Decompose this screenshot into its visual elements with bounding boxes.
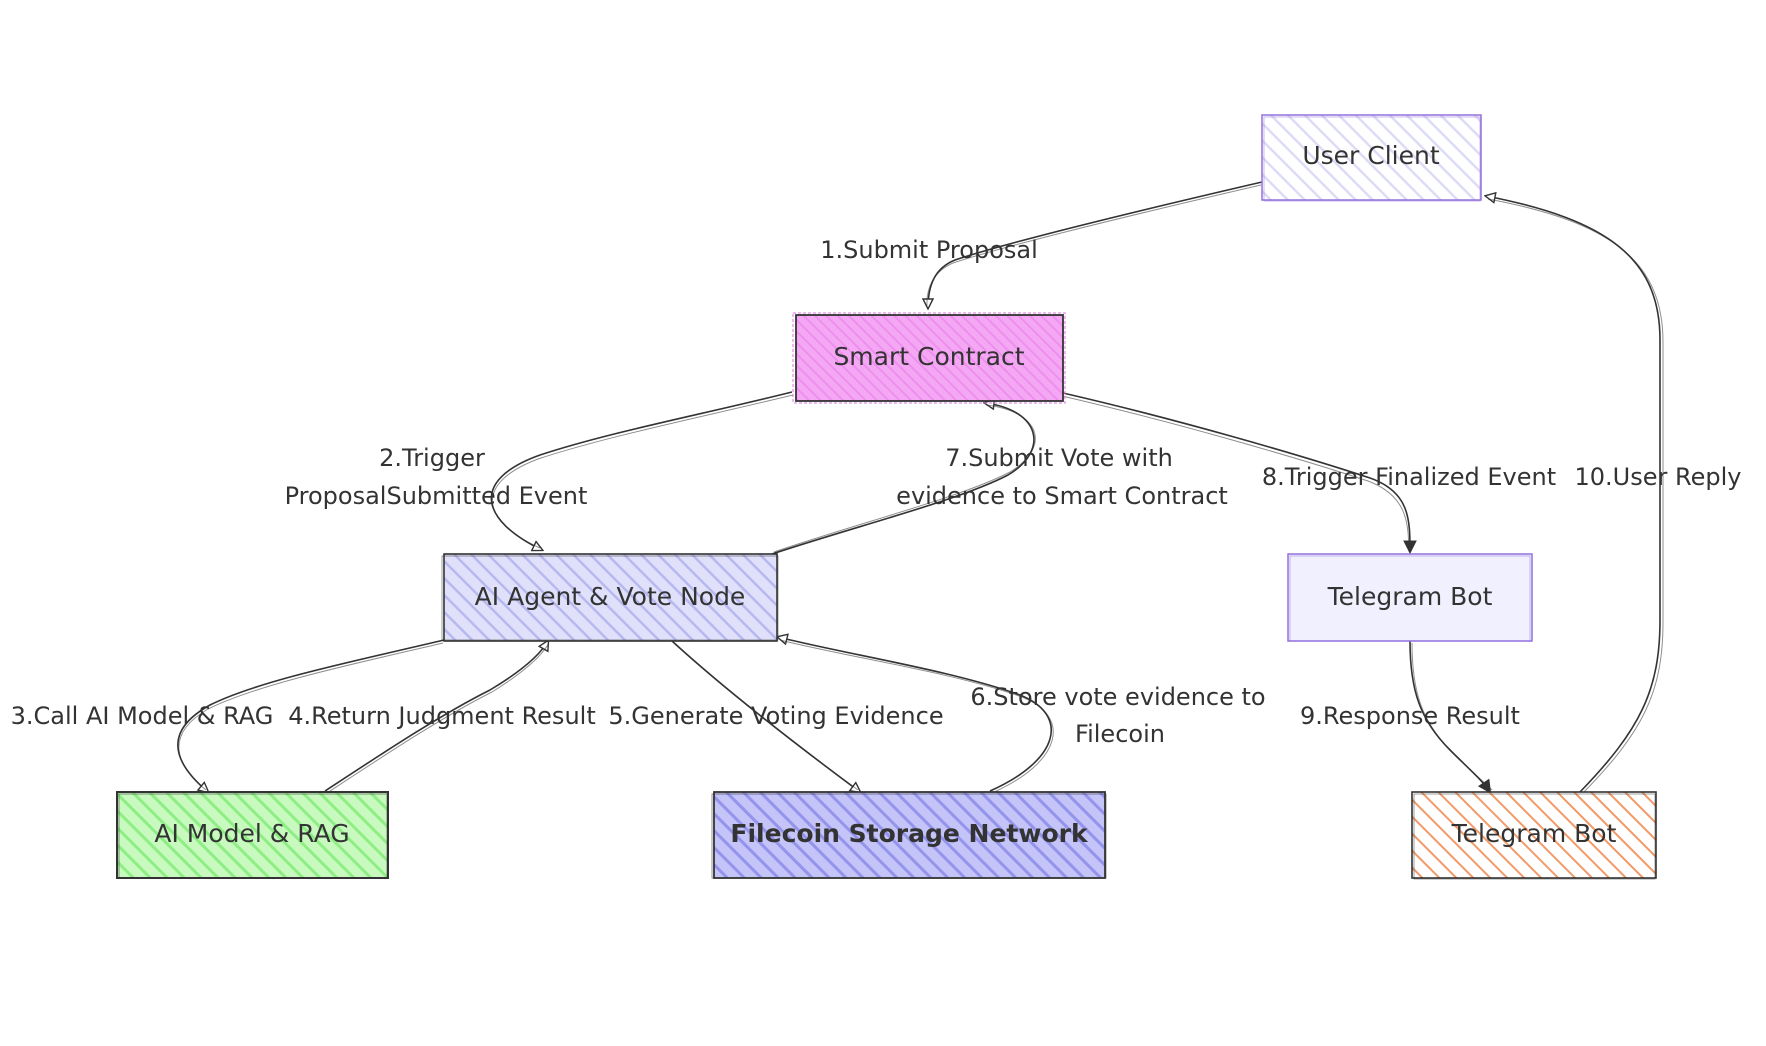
- edge-label-4: 4.Return Judgment Result: [288, 702, 595, 730]
- edge-generate-evidence: [671, 640, 860, 792]
- node-ai-model-label: AI Model & RAG: [154, 819, 349, 848]
- edge-label-7-line2: evidence to Smart Contract: [896, 482, 1228, 510]
- edge-response-result: [1409, 640, 1493, 792]
- edge-label-6-line2: Filecoin: [1075, 720, 1165, 748]
- node-ai-agent[interactable]: AI Agent & Vote Node: [441, 553, 779, 642]
- edge-return-judgment: [324, 641, 550, 794]
- edge-label-2-line1: 2.Trigger: [379, 444, 485, 472]
- node-telegram-bot-2[interactable]: Telegram Bot: [1411, 791, 1657, 880]
- edge-user-reply: [1486, 196, 1664, 795]
- node-filecoin[interactable]: Filecoin Storage Network: [711, 791, 1107, 879]
- node-smart-contract[interactable]: Smart Contract: [792, 312, 1066, 404]
- node-ai-model[interactable]: AI Model & RAG: [116, 791, 389, 879]
- edge-label-1: 1.Submit Proposal: [820, 236, 1038, 264]
- edge-label-7-line1: 7.Submit Vote with: [945, 444, 1173, 472]
- edge-submit-proposal: [927, 181, 1263, 308]
- node-smart-contract-label: Smart Contract: [833, 342, 1024, 371]
- edge-label-9: 9.Response Result: [1300, 702, 1520, 730]
- edge-store-evidence: [778, 637, 1054, 794]
- edge-call-ai-model: [177, 639, 445, 792]
- node-user-client-label: User Client: [1302, 141, 1440, 170]
- edge-label-2-line2: ProposalSubmitted Event: [285, 482, 588, 510]
- edge-label-10: 10.User Reply: [1575, 463, 1742, 491]
- node-user-client[interactable]: User Client: [1261, 114, 1482, 202]
- edge-trigger-proposal-submitted: [490, 391, 794, 550]
- edge-label-3: 3.Call AI Model & RAG: [11, 702, 274, 730]
- node-telegram-bot-2-label: Telegram Bot: [1451, 819, 1617, 848]
- node-filecoin-label: Filecoin Storage Network: [730, 819, 1089, 848]
- edge-label-8: 8.Trigger Finalized Event: [1262, 463, 1556, 491]
- edge-trigger-finalized: [1061, 392, 1410, 552]
- edge-label-6-line1: 6.Store vote evidence to: [970, 683, 1265, 711]
- edge-submit-vote: [771, 403, 1036, 555]
- edge-label-5: 5.Generate Voting Evidence: [608, 702, 943, 730]
- node-telegram-bot-1[interactable]: Telegram Bot: [1287, 553, 1533, 642]
- node-telegram-bot-1-label: Telegram Bot: [1327, 582, 1493, 611]
- node-ai-agent-label: AI Agent & Vote Node: [475, 582, 746, 611]
